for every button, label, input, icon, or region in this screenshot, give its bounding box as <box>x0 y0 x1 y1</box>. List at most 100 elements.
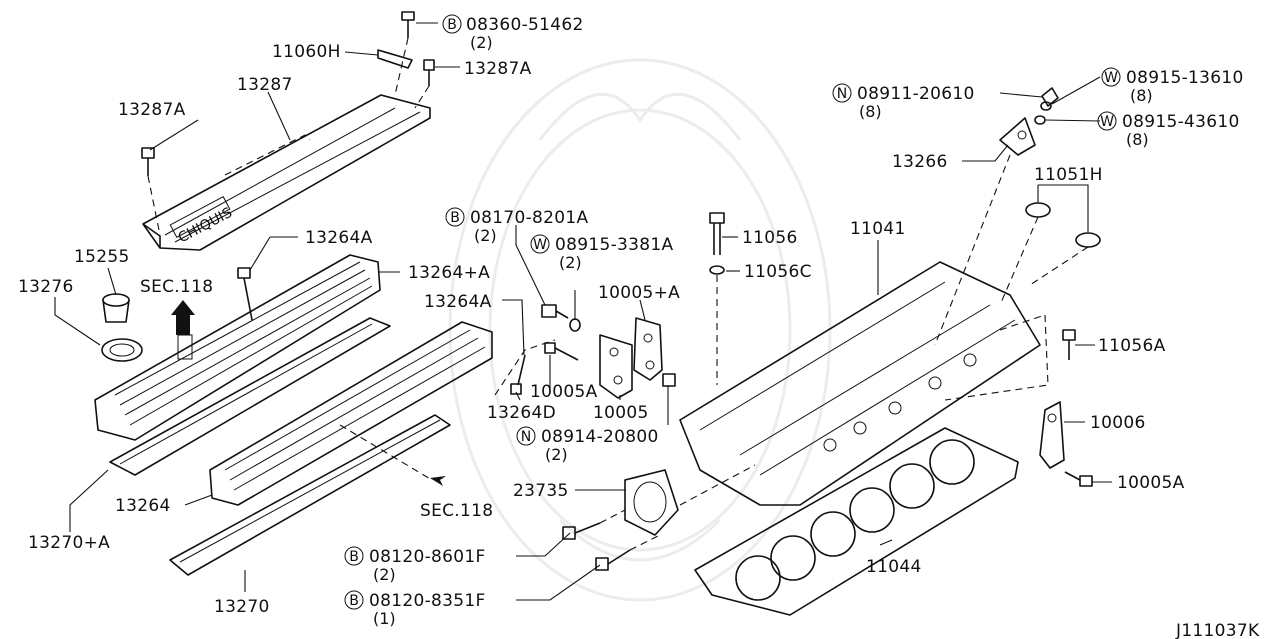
part-labels: 13287A 13287 11060H B 08360-51462 (2) 13… <box>18 14 1260 639</box>
washer-08915-13610-icon[interactable] <box>1040 101 1052 111</box>
arrow-sec118-top-icon <box>171 300 195 335</box>
label-13276: 13276 <box>18 277 74 297</box>
svg-text:B: B <box>450 210 460 226</box>
qty-08120-8601F: (2) <box>373 565 396 584</box>
label-sec118-top: SEC.118 <box>140 277 213 297</box>
washer-mark-icon <box>1101 67 1121 87</box>
svg-text:B: B <box>349 549 359 565</box>
label-08120-8601F: 08120-8601F <box>369 547 486 567</box>
label-13270: 13270 <box>214 597 270 617</box>
label-08911-20610: 08911-20610 <box>857 84 975 104</box>
bolt-08120-8601F-icon[interactable] <box>562 522 601 540</box>
tube-11056[interactable] <box>709 212 725 255</box>
washer-mark-icon <box>530 234 550 254</box>
bolt-mark-icon <box>445 207 465 227</box>
label-13287A-right: 13287A <box>464 59 532 79</box>
qty-08170: (2) <box>474 226 497 245</box>
gasket-13270[interactable] <box>169 414 451 576</box>
bolt-mark-icon <box>344 590 364 610</box>
seal-11056C-icon[interactable] <box>709 265 725 275</box>
bolt-13287A-right-icon[interactable] <box>423 59 435 86</box>
bolt-13264A-mid-icon[interactable] <box>517 354 526 386</box>
svg-text:W: W <box>1104 70 1118 86</box>
bolt-10005A-mid-icon[interactable] <box>544 342 579 361</box>
svg-text:W: W <box>1100 114 1114 130</box>
label-11044: 11044 <box>866 557 922 577</box>
svg-text:N: N <box>837 86 847 102</box>
gasket-13276[interactable] <box>101 338 143 362</box>
label-10005A-mid: 10005A <box>530 382 598 402</box>
label-10006: 10006 <box>1090 413 1146 433</box>
qty-08914: (2) <box>545 445 568 464</box>
cam-plug-11051H-b[interactable] <box>1075 232 1101 248</box>
label-10005plusA: 10005+A <box>598 283 680 303</box>
label-08170-8201A: 08170-8201A <box>470 208 588 228</box>
bolt-11056A-icon[interactable] <box>1062 329 1076 360</box>
svg-text:B: B <box>447 17 457 33</box>
rocker-cover-13264plusA[interactable] <box>94 254 381 441</box>
oil-filler-cap-15255[interactable] <box>102 293 130 323</box>
bracket-11060H[interactable] <box>377 49 413 69</box>
label-13287: 13287 <box>237 75 293 95</box>
bolt-08170-icon[interactable] <box>541 304 569 319</box>
label-11056: 11056 <box>742 228 798 248</box>
bracket-10005[interactable] <box>599 334 633 399</box>
rocker-cover-13264[interactable] <box>209 321 493 506</box>
qty-08915-43610: (8) <box>1126 130 1149 149</box>
bolt-08120-8351F-icon[interactable] <box>595 549 631 571</box>
bolt-mark-icon <box>344 546 364 566</box>
bolt-13264A-top-icon[interactable] <box>237 267 253 321</box>
label-13264D: 13264D <box>487 403 556 423</box>
bracket-10005plusA[interactable] <box>633 317 663 381</box>
label-08915-13610: 08915-13610 <box>1126 68 1244 88</box>
head-gasket-11044[interactable] <box>694 427 1019 616</box>
cylinder-head-11041[interactable] <box>679 261 1041 506</box>
washer-08915-43610-icon[interactable] <box>1034 115 1046 125</box>
label-13264: 13264 <box>115 496 171 516</box>
label-08120-8351F: 08120-8351F <box>369 591 486 611</box>
qty-08915-13610: (8) <box>1130 86 1153 105</box>
label-11060H: 11060H <box>272 42 341 62</box>
svg-text:N: N <box>521 429 531 445</box>
nut-mark-icon <box>832 83 852 103</box>
qty-08120-8351F: (1) <box>373 609 396 628</box>
label-13264plusA: 13264+A <box>408 263 490 283</box>
svg-text:W: W <box>533 237 547 253</box>
svg-text:B: B <box>349 593 359 609</box>
bolt-10005A-right-icon[interactable] <box>1064 471 1093 487</box>
label-13264A-mid: 13264A <box>424 292 492 312</box>
leader-lines <box>54 22 1112 601</box>
label-10005: 10005 <box>593 403 649 423</box>
hanger-13266[interactable] <box>999 117 1036 156</box>
bracket-10006[interactable] <box>1039 401 1065 469</box>
svg-text:CHIQUIS: CHIQUIS <box>176 205 235 247</box>
label-11051H: 11051H <box>1034 165 1103 185</box>
rocker-cover-13287[interactable]: CHIQUIS <box>142 94 431 251</box>
label-13287A-left: 13287A <box>118 100 186 120</box>
label-sec118-bottom: SEC.118 <box>420 501 493 521</box>
nut-mark-icon <box>516 426 536 446</box>
label-08914-20800: 08914-20800 <box>541 427 659 447</box>
washer-mark-icon <box>1097 111 1117 131</box>
label-23735: 23735 <box>513 481 569 501</box>
label-11056C: 11056C <box>744 262 812 282</box>
label-15255: 15255 <box>74 247 130 267</box>
cover-23735[interactable] <box>624 469 679 536</box>
label-08915-3381A: 08915-3381A <box>555 235 673 255</box>
gasket-13270plusA[interactable] <box>109 317 391 476</box>
label-11056A: 11056A <box>1098 336 1166 356</box>
bolt-mark-icon <box>442 14 462 34</box>
clip-13264D-icon[interactable] <box>510 383 522 395</box>
bolt-13287A-left-icon[interactable] <box>141 147 155 176</box>
nut-08914-icon[interactable] <box>662 373 676 387</box>
label-11041: 11041 <box>850 219 906 239</box>
figure-id: J111037K <box>1175 621 1260 639</box>
cam-plug-11051H-a[interactable] <box>1025 202 1051 218</box>
label-08360-51462: 08360-51462 <box>466 15 584 35</box>
qty-08911: (8) <box>859 102 882 121</box>
bolt-08360-icon[interactable] <box>401 11 415 38</box>
label-08915-43610: 08915-43610 <box>1122 112 1240 132</box>
washer-08915-3381A-icon[interactable] <box>569 318 581 332</box>
